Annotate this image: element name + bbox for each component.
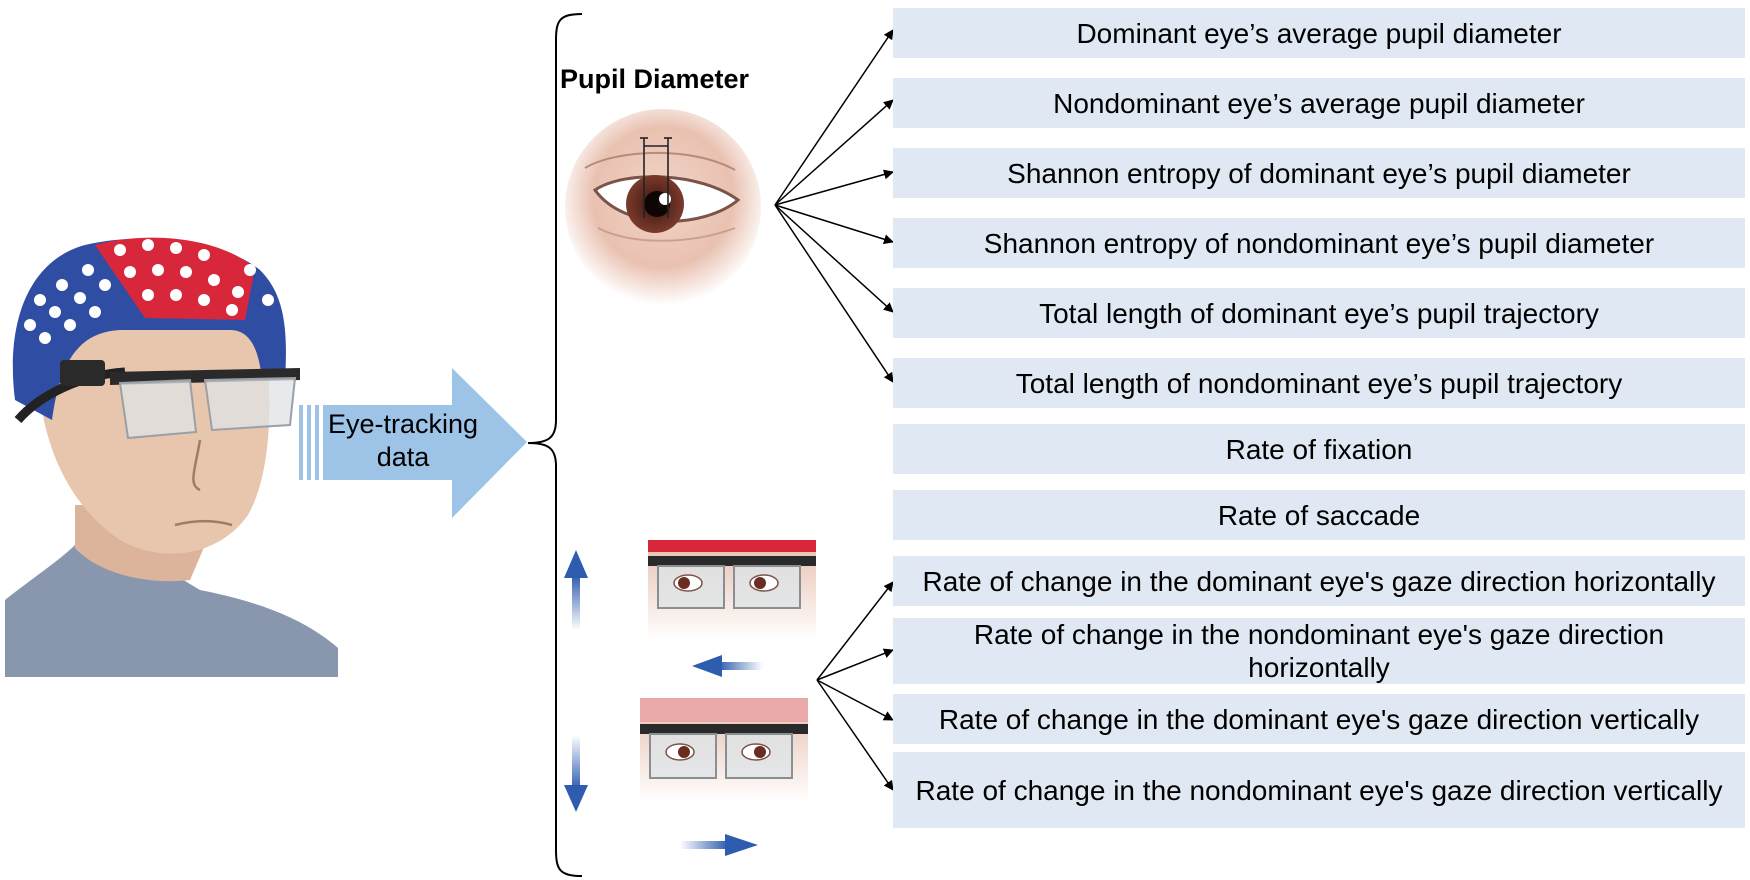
- person-illustration: [5, 237, 338, 677]
- feature-dominant-avg-pupil: Dominant eye’s average pupil diameter: [893, 8, 1745, 58]
- tracker-module: [60, 360, 105, 386]
- pupil-diameter-title: Pupil Diameter: [560, 64, 750, 94]
- direction-arrow-left: [692, 655, 763, 677]
- direction-arrow-right: [680, 834, 758, 856]
- feature-trajectory-dominant: Total length of dominant eye’s pupil tra…: [893, 288, 1745, 338]
- glasses-lenses: [118, 376, 297, 440]
- gaze-illustration-top: [648, 540, 816, 640]
- direction-arrow-up: [564, 550, 588, 630]
- feature-rate-fixation: Rate of fixation: [893, 424, 1745, 474]
- group-brace: [527, 13, 583, 877]
- eye-closeup: [565, 109, 761, 305]
- feature-nondominant-avg-pupil: Nondominant eye’s average pupil diameter: [893, 78, 1745, 128]
- gaze-illustration-bottom: [640, 698, 808, 803]
- input-arrow: [299, 368, 527, 518]
- mouth: [174, 520, 233, 527]
- eye-tracking-data-label: Eye-tracking data: [327, 409, 479, 472]
- feature-gaze-nondominant-vertical: Rate of change in the nondominant eye's …: [893, 752, 1745, 828]
- gaze-connectors: [816, 581, 894, 791]
- feature-entropy-nondominant: Shannon entropy of nondominant eye’s pup…: [893, 218, 1745, 268]
- feature-rate-saccade: Rate of saccade: [893, 490, 1745, 540]
- direction-arrow-down: [564, 735, 588, 812]
- feature-gaze-dominant-horizontal: Rate of change in the dominant eye's gaz…: [893, 556, 1745, 606]
- cap-red: [95, 237, 255, 320]
- nose-line: [192, 439, 202, 492]
- shirt: [5, 545, 338, 677]
- pupil-connectors: [774, 29, 894, 383]
- feature-gaze-nondominant-horizontal: Rate of change in the nondominant eye's …: [893, 618, 1745, 684]
- feature-gaze-dominant-vertical: Rate of change in the dominant eye's gaz…: [893, 694, 1745, 744]
- cap-electrodes: [24, 239, 274, 344]
- feature-entropy-dominant: Shannon entropy of dominant eye’s pupil …: [893, 148, 1745, 198]
- feature-trajectory-nondominant: Total length of nondominant eye’s pupil …: [893, 358, 1745, 408]
